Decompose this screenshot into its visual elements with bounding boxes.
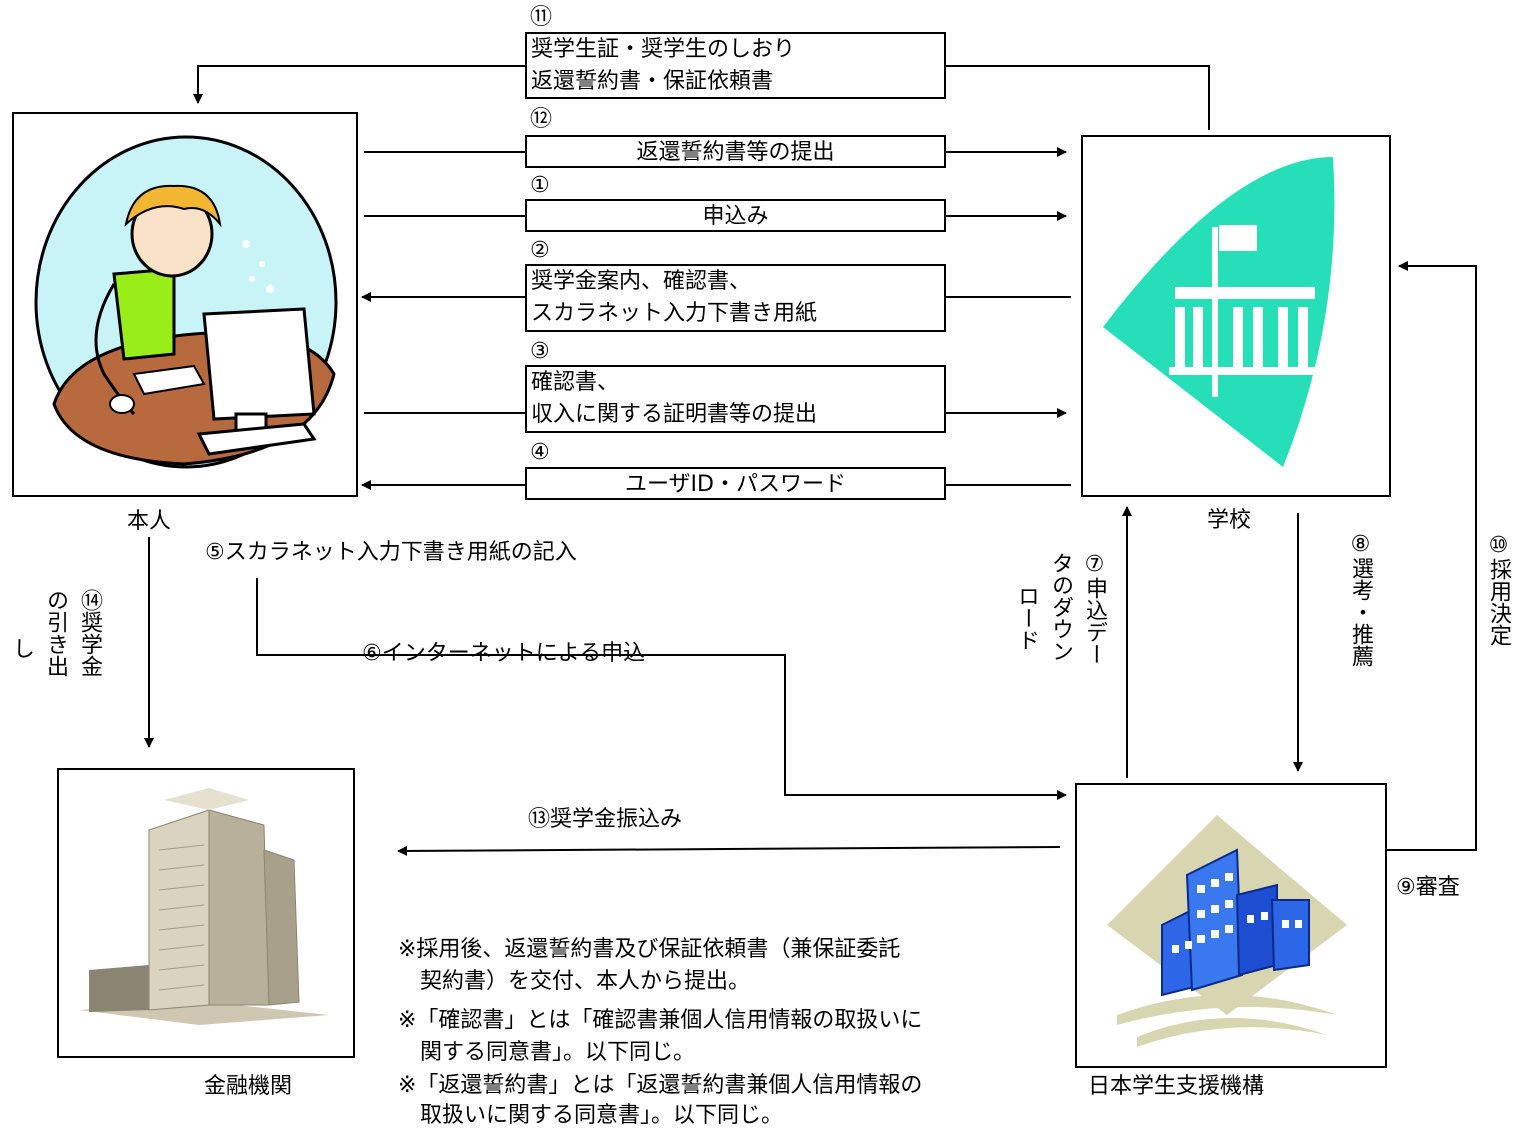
note-line-1: ※採用後、返還誓約書及び保証依頼書（兼保証委託 <box>398 937 901 962</box>
student-box <box>12 112 358 497</box>
jasso-label: 日本学生支援機構 <box>1088 1074 1265 1099</box>
step-11-number: ⑪ <box>530 5 553 30</box>
arrow-11b <box>193 65 525 104</box>
step-3-number: ③ <box>530 339 550 364</box>
step-12-number: ⑫ <box>530 107 553 132</box>
step-7-col2: タのダウン <box>1048 552 1073 662</box>
step-11-box: 奨学生証・奨学生のしおり 返還誓約書・保証依頼書 <box>525 32 946 99</box>
bank-illustration <box>79 788 329 1025</box>
note-line-4: 関する同意書」。以下同じ。 <box>398 1040 696 1065</box>
arrow-6 <box>256 578 1067 800</box>
bank-box <box>57 768 355 1058</box>
step-2-line1: 奨学金案内、確認書、 <box>531 269 752 294</box>
step-14-col1: ⑭奨学金 <box>77 589 102 677</box>
step-12-box: 返還誓約書等の提出 <box>525 135 946 168</box>
step-14-col2: の引き出 <box>43 589 68 677</box>
school-illustration <box>1103 157 1369 467</box>
note-line-2: 契約書）を交付、本人から提出。 <box>398 969 751 994</box>
step-6-label: ⑥インターネットによる申込 <box>362 641 646 666</box>
note-line-3: ※「確認書」とは「確認書兼個人信用情報の取扱いに <box>398 1008 923 1033</box>
step-8-label: ⑧選考・推薦 <box>1348 532 1373 667</box>
step-9-label: ⑨審査 <box>1396 875 1460 900</box>
jasso-illustration <box>1107 815 1347 1047</box>
student-label: 本人 <box>127 509 172 534</box>
step-1-number: ① <box>530 173 550 198</box>
student-illustration <box>34 135 338 469</box>
step-13-label: ⑬奨学金振込み <box>528 807 683 832</box>
jasso-box <box>1075 783 1387 1068</box>
step-3-line2: 収入に関する証明書等の提出 <box>531 402 818 427</box>
step-2-number: ② <box>530 238 550 263</box>
step-11-line2: 返還誓約書・保証依頼書 <box>531 69 774 94</box>
step-3-box: 確認書、 収入に関する証明書等の提出 <box>525 365 946 433</box>
step-4-box: ユーザID・パスワード <box>525 467 946 500</box>
step-2-box: 奨学金案内、確認書、 スカラネット入力下書き用紙 <box>525 264 946 332</box>
arrow-13 <box>397 845 1061 856</box>
step-10-label: ⑩採用決定 <box>1486 533 1511 646</box>
school-label: 学校 <box>1207 508 1252 533</box>
bank-label: 金融機関 <box>204 1074 293 1099</box>
school-box <box>1081 135 1391 497</box>
step-4-number: ④ <box>530 440 550 465</box>
note-line-6: 取扱いに関する同意書」。以下同じ。 <box>398 1103 784 1128</box>
arrow-11 <box>946 65 1210 130</box>
step-2-line2: スカラネット入力下書き用紙 <box>531 301 818 326</box>
arrow-10 <box>1387 261 1477 851</box>
step-1-box: 申込み <box>525 199 946 232</box>
step-7-col1: ⑦申込デー <box>1082 552 1107 665</box>
step-3-line1: 確認書、 <box>531 370 620 395</box>
step-7-col3: ロード <box>1014 585 1039 651</box>
step-14-col3: し <box>9 637 34 659</box>
step-5-label: ⑤スカラネット入力下書き用紙の記入 <box>205 540 577 565</box>
step-11-line1: 奨学生証・奨学生のしおり <box>531 37 796 62</box>
note-line-5: ※「返還誓約書」とは「返還誓約書兼個人信用情報の <box>398 1073 923 1098</box>
